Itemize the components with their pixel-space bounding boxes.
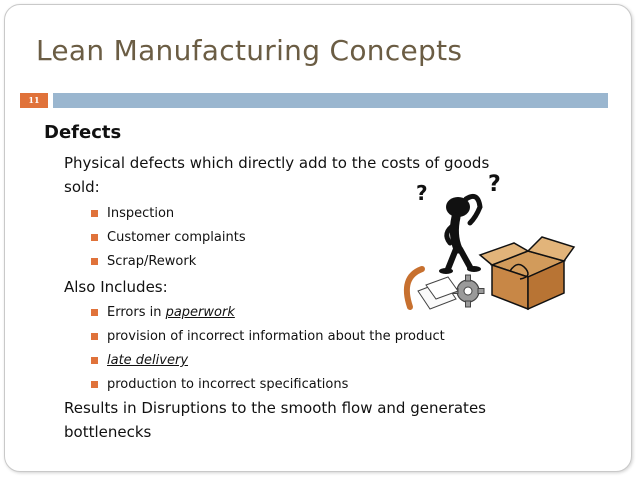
svg-text:?: ? [488, 173, 501, 197]
list-item: Customer complaints [91, 230, 246, 245]
list-item: Inspection [91, 206, 174, 221]
bullet-text: Customer complaints [107, 230, 246, 245]
bullet-text: Errors in [107, 305, 166, 320]
paperwork-link[interactable]: paperwork [165, 305, 235, 320]
section-heading: Defects [44, 122, 122, 143]
list-item: late delivery [91, 353, 188, 368]
bullet-text: Inspection [107, 206, 175, 221]
list-item: Scrap/Rework [91, 254, 196, 269]
bullet-square-icon [91, 357, 98, 364]
bullet-square-icon [91, 210, 98, 217]
also-includes-label: Also Includes: [64, 278, 168, 296]
results-line-1: Results in Disruptions to the smooth flo… [64, 399, 486, 417]
intro-line-2: sold: [64, 178, 100, 196]
confused-figure-clipart-icon: ? ? [404, 173, 576, 311]
header-bar [53, 93, 608, 108]
svg-text:?: ? [416, 181, 428, 205]
results-line-2: bottlenecks [64, 423, 152, 441]
list-item: provision of incorrect information about… [91, 329, 445, 344]
late-delivery-link[interactable]: late delivery [107, 353, 189, 368]
bullet-text: production to incorrect specifications [107, 377, 349, 392]
list-item: Errors in paperwork [91, 305, 235, 320]
slide-title: Lean Manufacturing Concepts [36, 34, 463, 67]
bullet-square-icon [91, 381, 98, 388]
slide-frame [4, 4, 632, 472]
bullet-text: provision of incorrect information about… [107, 329, 445, 344]
bullet-square-icon [91, 234, 98, 241]
intro-line-1: Physical defects which directly add to t… [64, 154, 490, 172]
bullet-square-icon [91, 333, 98, 340]
bullet-text: Scrap/Rework [107, 254, 197, 269]
bullet-square-icon [91, 309, 98, 316]
list-item: production to incorrect specifications [91, 377, 348, 392]
slide-number: 11 [20, 93, 48, 108]
bullet-square-icon [91, 258, 98, 265]
